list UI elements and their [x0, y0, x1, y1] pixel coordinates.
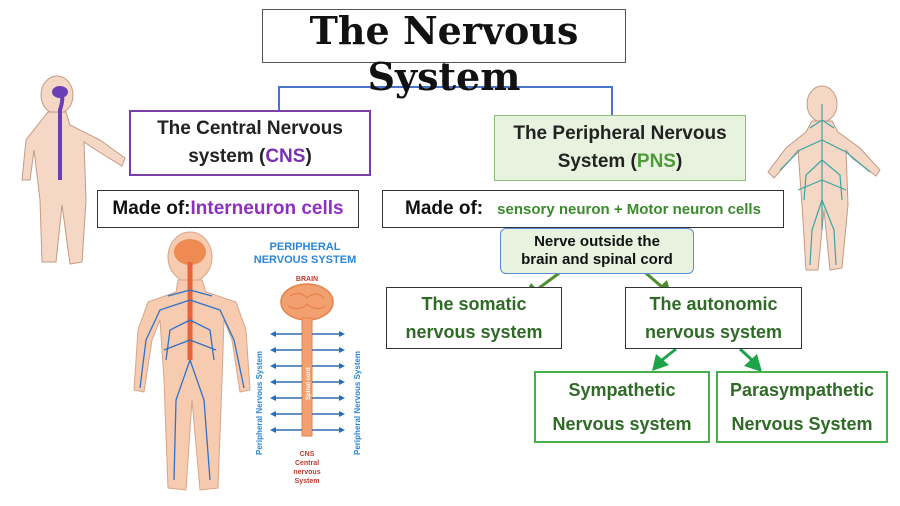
arrow-to-sympathetic — [661, 347, 677, 362]
page-title: The Nervous System — [262, 8, 626, 100]
pns-made-label: Made of: — [405, 198, 484, 219]
pns-line2-prefix: System ( — [557, 151, 637, 172]
pns-line1: The Peripheral Nervous — [513, 123, 727, 144]
sympathetic-line2: Nervous system — [552, 414, 692, 434]
cns-made-of: Made of:Interneuron cells — [97, 190, 359, 228]
title-connectors — [278, 63, 613, 115]
sympathetic-node: Sympathetic Nervous system — [534, 371, 710, 443]
cns-caption-line2: Central — [295, 460, 319, 467]
cns-caption-line3: nervous — [293, 469, 320, 476]
cns-caption-line1: CNS — [300, 451, 315, 458]
cns-caption-line4: System — [295, 478, 320, 485]
illustration-brain-label: BRAIN — [296, 276, 318, 283]
pns-line2-suffix: ) — [675, 151, 683, 172]
pns-node: The Peripheral Nervous System (PNS) — [494, 115, 746, 181]
peripheral-body-illustration — [133, 231, 251, 491]
parasympathetic-line1: Parasympathetic — [729, 380, 875, 400]
cns-abbr: CNS — [265, 146, 306, 167]
arrow-head-sympathetic — [652, 354, 669, 371]
cns-made-value: Interneuron cells — [190, 198, 344, 219]
arrow-head-parasympathetic — [744, 354, 762, 372]
parasympathetic-node: Parasympathetic Nervous System — [716, 371, 888, 443]
autonomic-line1: The autonomic — [649, 294, 778, 314]
somatic-line2: nervous system — [405, 322, 543, 342]
illustration-header-line2: NERVOUS SYSTEM — [254, 254, 357, 266]
cord-label: Spinal cord — [306, 367, 312, 400]
pns-abbr: PNS — [636, 151, 676, 172]
side-label-left: Peripheral Nervous System — [255, 351, 264, 455]
autonomic-node: The autonomic nervous system — [625, 287, 802, 349]
cns-node: The Central Nervous system (CNS) — [129, 110, 371, 176]
title-box — [262, 9, 626, 63]
parasympathetic-line2: Nervous System — [731, 414, 873, 434]
title-line2: System — [367, 54, 521, 99]
pns-made-of: Made of: sensory neuron + Motor neuron ce… — [382, 190, 784, 228]
cns-line2-prefix: system ( — [188, 146, 266, 167]
cns-line1: The Central Nervous — [157, 118, 343, 139]
pns-line2: System (PNS) — [558, 148, 683, 176]
arrow-to-parasympathetic — [738, 347, 754, 362]
illustration-header-line1: PERIPHERAL — [270, 241, 341, 253]
spinal-cord — [301, 317, 313, 437]
pns-body-illustration — [767, 85, 881, 271]
nerve-line1: Nerve outside the — [534, 233, 660, 250]
side-label-right: Peripheral Nervous System — [353, 351, 362, 455]
nerve-node: Nerve outside the brain and spinal cord — [500, 228, 694, 274]
cns-line2: system (CNS) — [188, 143, 312, 171]
nerve-line2: brain and spinal cord — [521, 251, 673, 268]
sympathetic-line1: Sympathetic — [568, 380, 676, 400]
pns-made-value: sensory neuron + Motor neuron cells — [497, 200, 761, 218]
brain-icon — [280, 283, 334, 321]
somatic-line1: The somatic — [421, 294, 527, 314]
cns-body-illustration — [21, 75, 126, 265]
somatic-node: The somatic nervous system — [386, 287, 562, 349]
cns-line2-suffix: ) — [305, 146, 312, 167]
brain-spinal-illustration: PERIPHERAL NERVOUS SYSTEM BRAIN Spinal c… — [254, 241, 362, 485]
cns-made-label: Made of: — [112, 198, 191, 219]
title-line1: The Nervous — [309, 8, 579, 53]
autonomic-line2: nervous system — [644, 322, 783, 342]
